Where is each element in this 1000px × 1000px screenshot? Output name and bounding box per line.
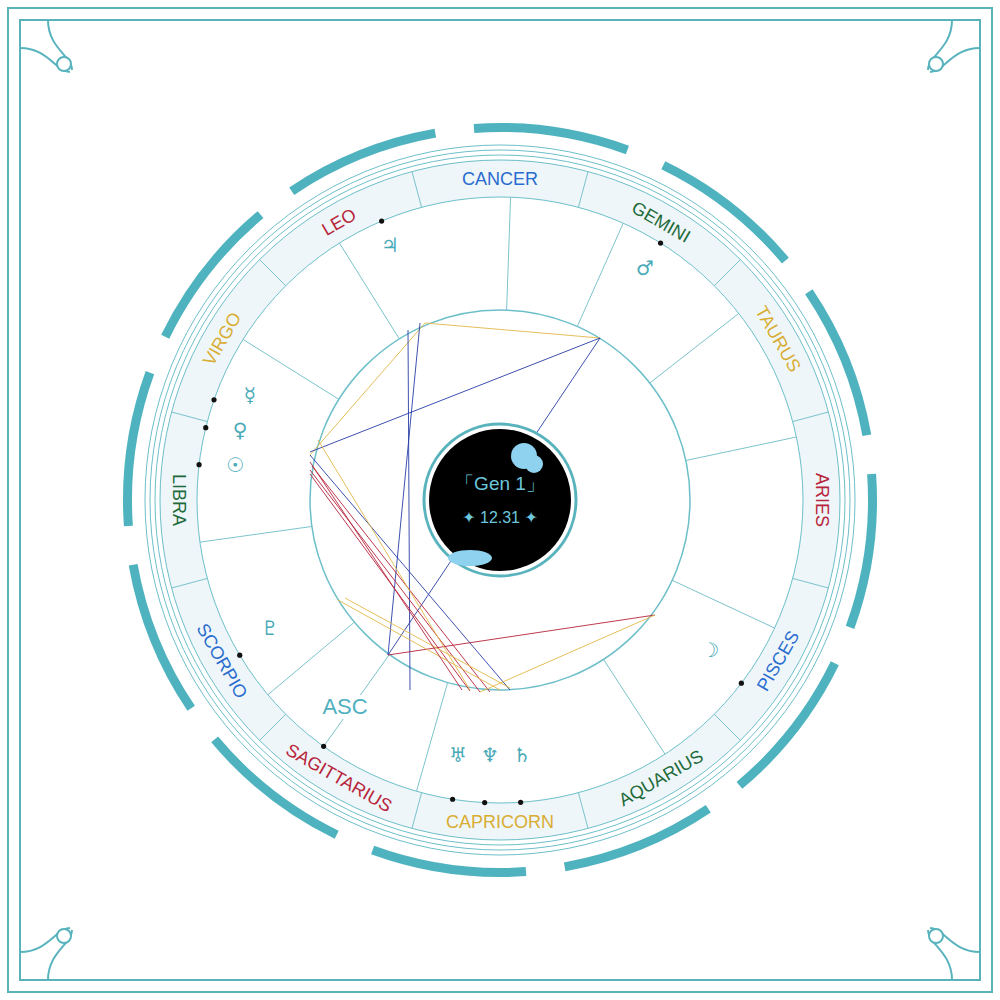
aspect-line xyxy=(480,615,655,692)
planet-dot xyxy=(450,797,455,802)
badge-ring xyxy=(424,424,576,576)
house-cusp xyxy=(672,580,774,628)
badge-text: ✦ 12.31 ✦ xyxy=(462,509,538,527)
planet-dot xyxy=(379,218,384,223)
badge-text: 「Gen 1」 xyxy=(455,474,545,495)
ascendant-label: ASC xyxy=(319,695,370,719)
corner-curl xyxy=(928,20,980,72)
ring-circle xyxy=(197,197,803,803)
ring-circle xyxy=(150,150,850,850)
sign-divider xyxy=(172,578,208,588)
house-cusp xyxy=(650,313,739,383)
corner-curl xyxy=(20,928,72,980)
sign-divider xyxy=(412,793,422,829)
house-cusp xyxy=(603,659,665,754)
planet-glyph: ♅ xyxy=(449,745,467,765)
inner-frame xyxy=(20,20,980,980)
corner-curl xyxy=(57,929,71,943)
badge-blob xyxy=(448,550,492,566)
house-cusp xyxy=(507,197,511,310)
house-cusp xyxy=(268,622,355,695)
planet-dot xyxy=(658,240,663,245)
planet-dot xyxy=(739,681,744,686)
aspect-line xyxy=(408,330,410,690)
house-cusp xyxy=(686,437,797,460)
badge-blob xyxy=(525,455,543,473)
ring-circle xyxy=(160,160,840,840)
sign-divider xyxy=(578,172,588,208)
planet-glyph: ☿ xyxy=(244,385,256,405)
ring-circle xyxy=(310,310,690,690)
sign-divider xyxy=(714,714,740,740)
planet-glyph: ♄ xyxy=(513,745,531,765)
sign-divider xyxy=(412,172,422,208)
zodiac-band xyxy=(160,160,840,840)
center-badge: 「Gen 1」 ✦ 12.31 ✦ xyxy=(422,422,578,578)
zodiac-sign: CAPRICORN xyxy=(446,813,554,831)
aspect-line xyxy=(345,598,510,688)
sign-divider xyxy=(260,714,286,740)
sign-divider xyxy=(172,412,208,422)
badge-disc xyxy=(429,429,571,571)
planet-glyph: ♇ xyxy=(261,618,279,638)
aspect-line xyxy=(338,600,500,690)
planet-dot xyxy=(211,397,216,402)
ring-circle xyxy=(155,155,845,845)
sign-divider xyxy=(260,260,286,286)
sign-divider xyxy=(793,412,829,422)
planet-glyph: ☉ xyxy=(226,455,244,475)
planet-glyph: ☽ xyxy=(701,640,719,660)
house-cusp xyxy=(339,243,399,339)
sign-divider xyxy=(793,578,829,588)
ring-circle xyxy=(145,145,855,855)
corner-curl xyxy=(20,20,72,72)
zodiac-sign: LIBRA xyxy=(170,474,188,526)
zodiac-sign: ARIES xyxy=(813,473,831,527)
outer-frame xyxy=(8,8,992,992)
planet-dot xyxy=(321,744,326,749)
badge-shape xyxy=(422,422,578,578)
house-cusp xyxy=(200,526,312,542)
house-cusp xyxy=(577,223,623,326)
planet-glyph: ♃ xyxy=(381,235,399,255)
aspect-line xyxy=(425,323,600,338)
sign-divider xyxy=(578,793,588,829)
aspect-line xyxy=(310,338,600,452)
planet-dot xyxy=(196,462,201,467)
house-cusp xyxy=(416,683,447,792)
planet-dot xyxy=(237,653,242,658)
planet-glyph: ♀ xyxy=(233,420,248,440)
planet-dot xyxy=(482,800,487,805)
planet-dot xyxy=(518,800,523,805)
aspect-line xyxy=(388,323,420,655)
planet-glyph: ♆ xyxy=(481,745,499,765)
corner-curl xyxy=(57,57,71,71)
corner-curl xyxy=(929,929,943,943)
house-cusp xyxy=(243,339,339,399)
zodiac-sign: CANCER xyxy=(462,170,538,188)
corner-curl xyxy=(929,57,943,71)
sign-divider xyxy=(714,260,740,286)
corner-curl xyxy=(928,928,980,980)
planet-dot xyxy=(203,425,208,430)
planet-glyph: ♂ xyxy=(636,258,654,278)
